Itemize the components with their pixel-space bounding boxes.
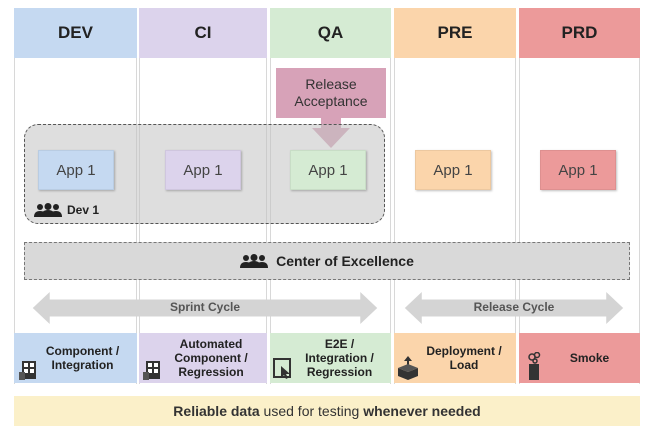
test-e2e-icon <box>273 358 291 379</box>
stage-header-ci: CI <box>139 8 267 58</box>
dev-team-label: Dev 1 <box>34 203 99 217</box>
center-of-excellence-bar: Center of Excellence <box>24 242 630 280</box>
smoke-icon <box>528 352 541 380</box>
release-acceptance-box: Release Acceptance <box>276 68 386 118</box>
test-automated-icon <box>143 361 160 380</box>
test-box-prd: Smoke <box>519 333 640 383</box>
team-icon <box>240 254 269 268</box>
stage-header-dev: DEV <box>14 8 137 58</box>
app-box-qa: App 1 <box>290 150 366 190</box>
sprint-cycle-arrow <box>32 292 378 324</box>
stage-header-prd: PRD <box>519 8 640 58</box>
app-box-prd: App 1 <box>540 150 616 190</box>
footer-banner: Reliable data used for testing whenever … <box>14 396 640 426</box>
test-box-ci: Automated Component / Regression <box>139 333 267 383</box>
lane-pre <box>394 8 516 384</box>
test-box-dev: Component / Integration <box>14 333 137 383</box>
app-box-ci: App 1 <box>165 150 241 190</box>
stage-header-qa: QA <box>270 8 391 58</box>
release-cycle-label: Release Cycle <box>473 300 555 314</box>
stage-header-pre: PRE <box>394 8 516 58</box>
lane-prd <box>519 8 640 384</box>
app-box-dev: App 1 <box>38 150 114 190</box>
sprint-cycle-label: Sprint Cycle <box>169 300 241 314</box>
deployment-icon <box>398 356 418 380</box>
release-cycle-arrow <box>404 292 624 324</box>
app-box-pre: App 1 <box>415 150 491 190</box>
team-icon <box>34 203 62 217</box>
test-component-icon <box>19 361 36 380</box>
